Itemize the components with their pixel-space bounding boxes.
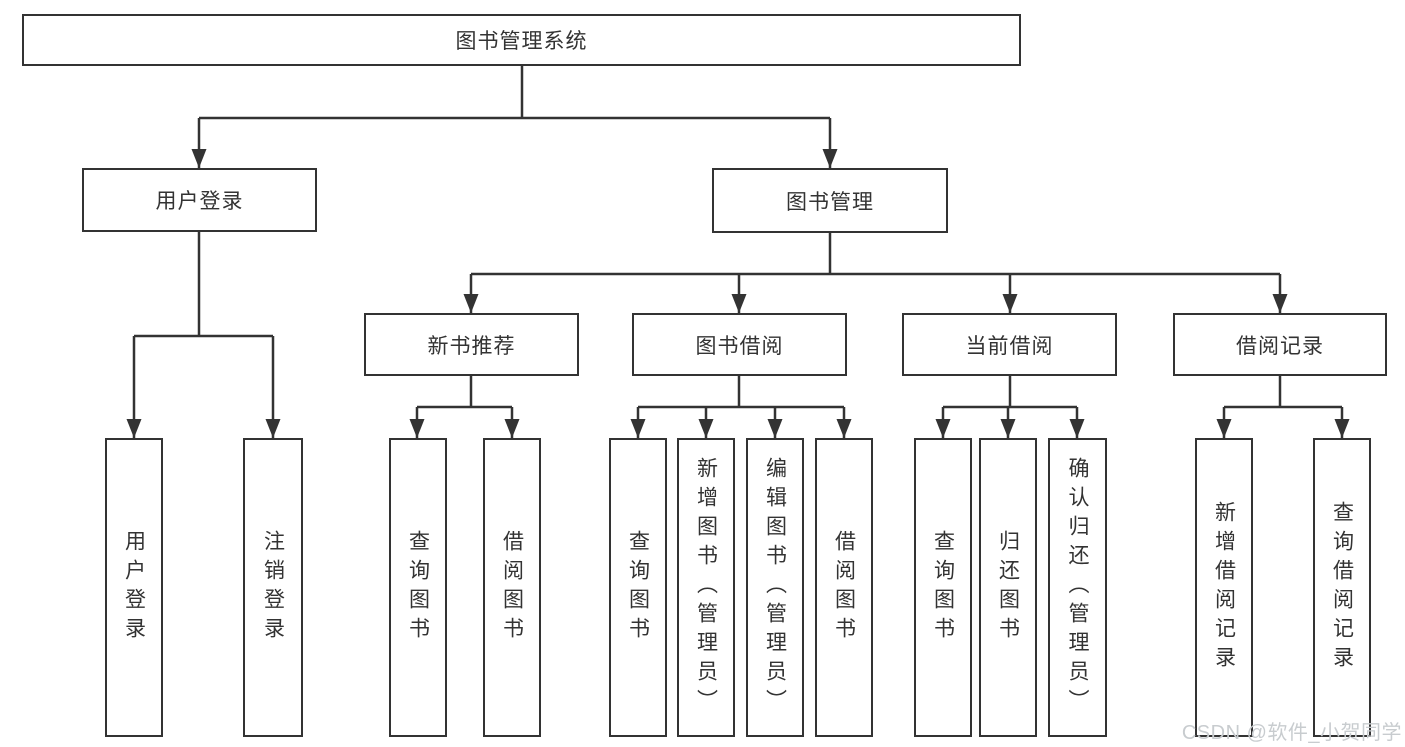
leaf-query-books-recommend: 查询图书 [389, 438, 447, 737]
node-user-login: 用户登录 [82, 168, 317, 232]
leaf-edit-book-admin: 编辑图书（管理员） [746, 438, 804, 737]
leaf-query-books-current: 查询图书 [914, 438, 972, 737]
node-book-borrow: 图书借阅 [632, 313, 847, 376]
node-new-book-recommend: 新书推荐 [364, 313, 579, 376]
leaf-query-borrow-record: 查询借阅记录 [1313, 438, 1371, 737]
leaf-confirm-return-admin: 确认归还（管理员） [1048, 438, 1107, 737]
watermark: CSDN @软件_小贺同学 [1181, 722, 1402, 744]
leaf-add-borrow-record: 新增借阅记录 [1195, 438, 1253, 737]
leaf-logout: 注销登录 [243, 438, 303, 737]
leaf-query-books-borrow: 查询图书 [609, 438, 667, 737]
node-borrow-records: 借阅记录 [1173, 313, 1387, 376]
leaf-borrow-books: 借阅图书 [815, 438, 873, 737]
node-root: 图书管理系统 [22, 14, 1021, 66]
leaf-return-book: 归还图书 [979, 438, 1037, 737]
node-book-management: 图书管理 [712, 168, 948, 233]
leaf-add-book-admin: 新增图书（管理员） [677, 438, 735, 737]
node-current-borrow: 当前借阅 [902, 313, 1117, 376]
leaf-user-login: 用户登录 [105, 438, 163, 737]
leaf-borrow-books-recommend: 借阅图书 [483, 438, 541, 737]
